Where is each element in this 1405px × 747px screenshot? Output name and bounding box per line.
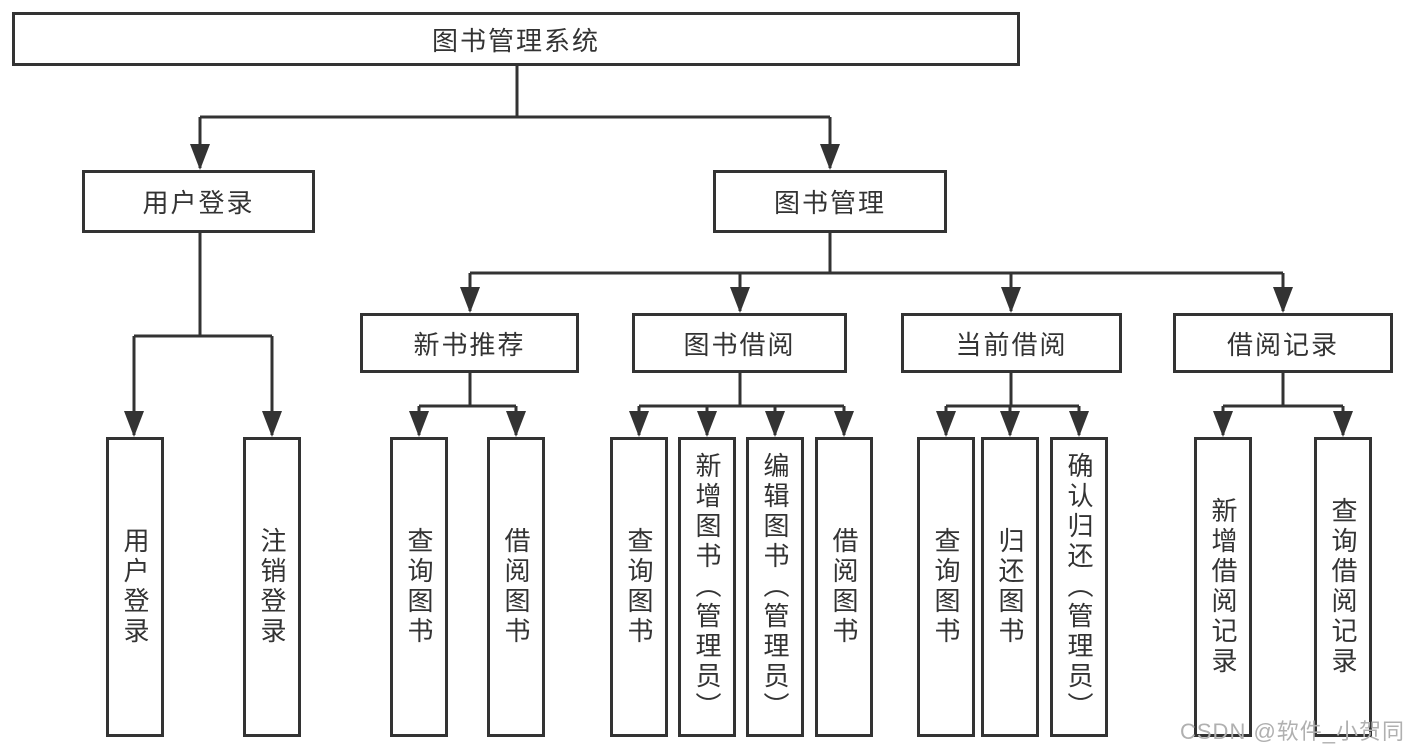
leaf-br-add-record: 新增借阅记录: [1194, 437, 1252, 737]
connector-book-borrowing-to-leaves: [637, 373, 846, 435]
leaf-label: 注销登录: [257, 527, 287, 647]
leaf-bb-query-books: 查询图书: [610, 437, 668, 737]
leaf-label: 新增图书（管理员）: [692, 452, 722, 722]
node-user-login: 用户登录: [82, 170, 315, 233]
node-book-management-system: 图书管理系统: [12, 12, 1020, 66]
arrowhead-down-icon: [730, 287, 750, 313]
leaf-label: 查询图书: [404, 527, 434, 647]
arrowhead-down-icon: [1213, 411, 1233, 437]
leaf-cb-confirm-return-admin: 确认归还（管理员）: [1050, 437, 1108, 737]
csdn-watermark: CSDN @软件_小贺同学: [1180, 719, 1405, 744]
leaf-nbr-query-books: 查询图书: [390, 437, 448, 737]
arrowhead-down-icon: [629, 411, 649, 437]
arrowhead-down-icon: [1333, 411, 1353, 437]
connector-user-login-to-leaves: [132, 233, 274, 435]
arrowhead-down-icon: [262, 411, 282, 437]
arrowhead-down-icon: [190, 144, 210, 170]
leaf-nbr-borrow-books: 借阅图书: [487, 437, 545, 737]
node-borrowing-records: 借阅记录: [1173, 313, 1393, 373]
arrowhead-down-icon: [820, 144, 840, 170]
leaf-cb-return-books: 归还图书: [981, 437, 1039, 737]
leaf-label: 新增借阅记录: [1208, 497, 1238, 677]
node-book-management: 图书管理: [713, 170, 947, 233]
arrowhead-down-icon: [409, 411, 429, 437]
arrowhead-down-icon: [1069, 411, 1089, 437]
leaf-label: 用户登录: [120, 527, 150, 647]
arrowhead-down-icon: [1273, 287, 1293, 313]
leaf-label: 查询图书: [624, 527, 654, 647]
arrowhead-down-icon: [506, 411, 526, 437]
arrowhead-down-icon: [460, 287, 480, 313]
arrowhead-down-icon: [936, 411, 956, 437]
arrowhead-down-icon: [697, 411, 717, 437]
leaf-label: 归还图书: [995, 527, 1025, 647]
connector-root-to-level2: [198, 66, 832, 168]
arrowhead-down-icon: [765, 411, 785, 437]
leaf-br-query-record: 查询借阅记录: [1314, 437, 1372, 737]
leaf-user-login: 用户登录: [106, 437, 164, 737]
arrowhead-down-icon: [1000, 411, 1020, 437]
leaf-label: 查询借阅记录: [1328, 497, 1358, 677]
node-new-book-recommend: 新书推荐: [360, 313, 579, 373]
leaf-bb-edit-books-admin: 编辑图书（管理员）: [746, 437, 804, 737]
leaf-label: 借阅图书: [501, 527, 531, 647]
leaf-label: 确认归还（管理员）: [1064, 452, 1094, 722]
connector-new-book-recommend-to-leaves: [417, 373, 518, 435]
leaf-label: 查询图书: [931, 527, 961, 647]
node-current-borrowing: 当前借阅: [901, 313, 1122, 373]
node-book-borrowing: 图书借阅: [632, 313, 847, 373]
connector-borrowing-records-to-leaves: [1221, 373, 1345, 435]
leaf-cb-query-books: 查询图书: [917, 437, 975, 737]
leaf-bb-borrow-books: 借阅图书: [815, 437, 873, 737]
arrowhead-down-icon: [1001, 287, 1021, 313]
leaf-logout: 注销登录: [243, 437, 301, 737]
leaf-bb-add-books-admin: 新增图书（管理员）: [678, 437, 736, 737]
leaf-label: 借阅图书: [829, 527, 859, 647]
connector-book-management-to-level3: [468, 233, 1285, 311]
arrowhead-down-icon: [834, 411, 854, 437]
leaf-label: 编辑图书（管理员）: [760, 452, 790, 722]
arrowhead-down-icon: [124, 411, 144, 437]
